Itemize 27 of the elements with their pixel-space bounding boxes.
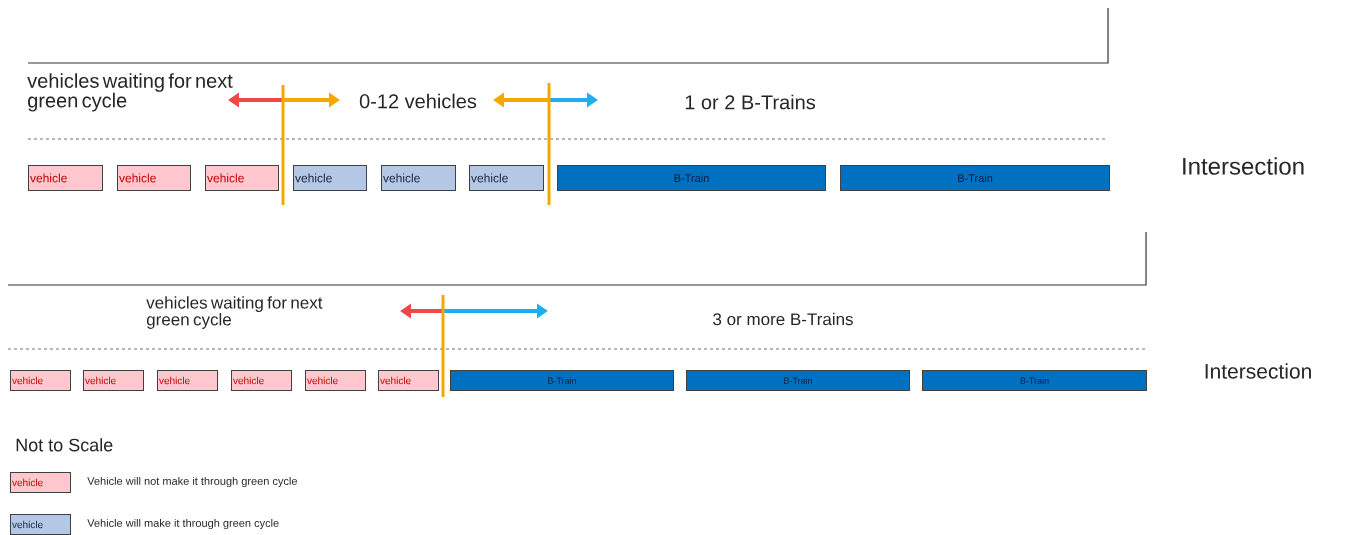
train-box: B-Train [557, 165, 826, 191]
vehicle-box: vehicle [231, 370, 292, 391]
vehicle-box: vehicle [117, 165, 191, 191]
note-text: Not to Scale [16, 438, 113, 452]
vehicle-box: vehicle [305, 370, 366, 391]
caption-text: vehicles waiting for next green cycle [146, 296, 323, 329]
vehicle-box: vehicle [157, 370, 218, 391]
train-box: B-Train [840, 165, 1110, 191]
vehicle-box: vehicle [205, 165, 279, 191]
legend-text: Vehicle will make it through green cycle [87, 518, 279, 530]
vehicle-box: vehicle [83, 370, 144, 391]
caption-text: vehicles waiting for next green cycle [27, 73, 233, 112]
intersection-label: Intersection [1205, 363, 1311, 379]
vehicle-box: vehicle [469, 165, 544, 191]
vehicle-box: vehicle [378, 370, 439, 391]
caption-text: 3 or more B-Trains [713, 312, 853, 326]
vehicle-box: vehicle [10, 370, 71, 391]
caption-text: 1 or 2 B-Trains [685, 94, 816, 110]
intersection-label: Intersection [1183, 157, 1304, 175]
vehicle-box: vehicle [293, 165, 367, 191]
caption-text: 0-12 vehicles [359, 93, 477, 109]
train-box: B-Train [922, 370, 1147, 391]
vehicle-box: vehicle [28, 165, 103, 191]
legend-text: Vehicle will not make it through green cycle [87, 476, 297, 488]
train-box: B-Train [450, 370, 674, 391]
train-box: B-Train [686, 370, 910, 391]
vehicle-box: vehicle [381, 165, 456, 191]
